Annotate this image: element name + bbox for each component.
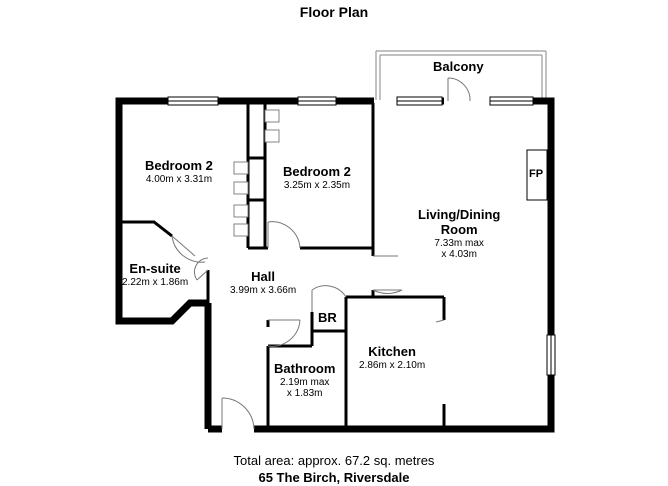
bedroom-left-name: Bedroom 2 — [145, 158, 213, 173]
living-room-dims-2: x 4.03m — [441, 249, 477, 261]
total-area: Total area: approx. 67.2 sq. metres — [233, 453, 435, 468]
bathroom-label: Bathroom 2.19m max x 1.83m — [274, 361, 336, 400]
hall-label: Hall 3.99m x 3.66m — [230, 269, 297, 296]
boiler-room-name: BR — [318, 310, 337, 325]
bathroom-dims: 2.19m max — [279, 376, 330, 388]
plan-title: Floor Plan — [299, 4, 369, 20]
hall-dims: 3.99m x 3.66m — [230, 284, 297, 296]
windows — [167, 96, 556, 376]
fireplace-label: FP — [529, 168, 543, 181]
balcony-outline — [375, 50, 547, 100]
bedroom-left-dims: 4.00m x 3.31m — [145, 173, 213, 185]
bathroom-dims-2: x 1.83m — [286, 388, 323, 400]
living-room-name-2: Room — [440, 221, 478, 237]
bathroom-name: Bathroom — [274, 361, 336, 376]
living-room-dims: 7.33m max — [434, 237, 484, 249]
internal-walls — [121, 103, 446, 427]
ensuite-label: En-suite 2.22m x 1.86m — [122, 261, 189, 288]
living-room-name: Living/Dining — [418, 207, 501, 222]
living-room-label: Living/Dining Room 7.33m max x 4.03m — [418, 207, 501, 261]
property-address: 65 The Birch, Riversdale — [258, 470, 410, 485]
ensuite-dims: 2.22m x 1.86m — [122, 276, 189, 288]
kitchen-name: Kitchen — [368, 344, 416, 359]
ensuite-name: En-suite — [129, 261, 181, 276]
bedroom-mid-name: Bedroom 2 — [283, 164, 351, 179]
bedroom-mid-label: Bedroom 2 3.25m x 2.35m — [283, 164, 351, 191]
kitchen-label: Kitchen 2.86m x 2.10m — [359, 344, 426, 371]
balcony-name: Balcony — [433, 59, 484, 74]
wardrobe-doors — [233, 109, 280, 237]
bedroom-left-label: Bedroom 2 4.00m x 3.31m — [145, 158, 213, 185]
balcony-label: Balcony — [433, 59, 484, 75]
bedroom-mid-dims: 3.25m x 2.35m — [283, 179, 351, 191]
door-swings — [171, 77, 471, 430]
hall-name: Hall — [251, 269, 275, 284]
fireplace-box — [526, 149, 548, 201]
kitchen-dims: 2.86m x 2.10m — [359, 359, 426, 371]
fireplace-name: FP — [529, 168, 544, 180]
boiler-room-label: BR — [318, 310, 337, 326]
